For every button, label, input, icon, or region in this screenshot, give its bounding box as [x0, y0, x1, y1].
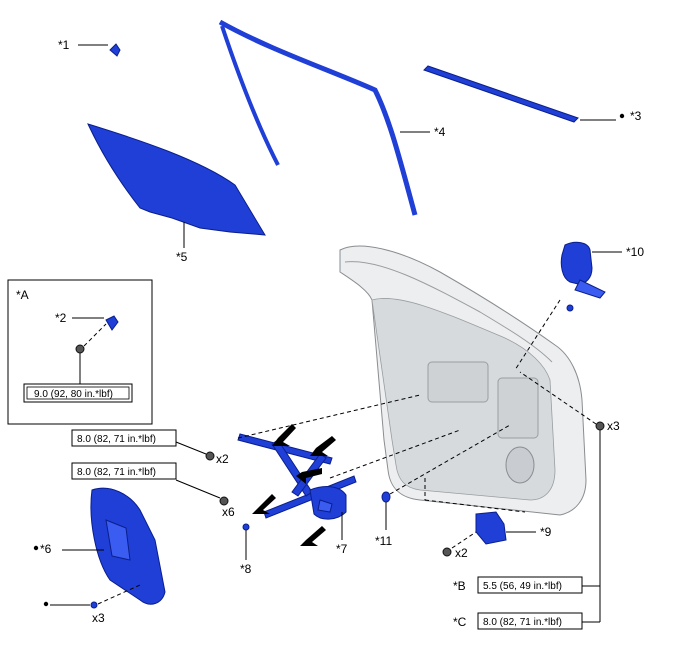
callout-c: *C: [453, 615, 467, 629]
callout-8: *8: [240, 562, 252, 576]
qty-x6: x6: [222, 505, 235, 519]
qty-x2-upper: x2: [216, 452, 229, 466]
callout-4: *4: [434, 125, 446, 139]
torque-regulator-lower: 8.0 (82, 71 in.*lbf): [77, 467, 156, 478]
callout-2: *2: [55, 311, 67, 325]
detail-a-box: [7, 279, 153, 425]
callout-1: *1: [58, 38, 70, 52]
torque-c: 8.0 (82, 71 in.*lbf): [483, 617, 562, 628]
detail-a-label: *A: [16, 288, 29, 302]
torque-detail-a: 9.0 (92, 80 in.*lbf): [34, 389, 113, 400]
torque-b: 5.5 (56, 49 in.*lbf): [483, 581, 562, 592]
callout-7: *7: [336, 542, 348, 556]
part-9-bracket: [424, 478, 536, 557]
right-bolt-leaders: [519, 371, 605, 623]
qty-x3-left: x3: [92, 611, 105, 625]
qty-x2-lower: x2: [455, 546, 468, 560]
callout-6: *6: [40, 542, 52, 556]
callout-3: *3: [630, 109, 642, 123]
door-panel: [339, 245, 587, 516]
callout-5: *5: [176, 250, 188, 264]
callout-b: *B: [453, 579, 466, 593]
callout-9: *9: [540, 525, 552, 539]
part-4-run-channel: [218, 19, 430, 216]
assembly-arrows: [252, 424, 336, 546]
part-10-mirror: [514, 241, 622, 371]
torque-boxes: [71, 429, 583, 630]
torque-regulator-upper: 8.0 (82, 71 in.*lbf): [77, 434, 156, 445]
part-5-door-glass: [87, 123, 266, 248]
callout-11: *11: [375, 534, 392, 548]
part-6-cover: [33, 487, 166, 609]
regulator-bolts: [175, 394, 461, 506]
callout-10: *10: [626, 245, 644, 259]
qty-x3-right: x3: [607, 419, 620, 433]
part-1: [78, 43, 121, 57]
part-11-grommet: [381, 424, 511, 530]
part-3-moulding: [423, 65, 625, 123]
